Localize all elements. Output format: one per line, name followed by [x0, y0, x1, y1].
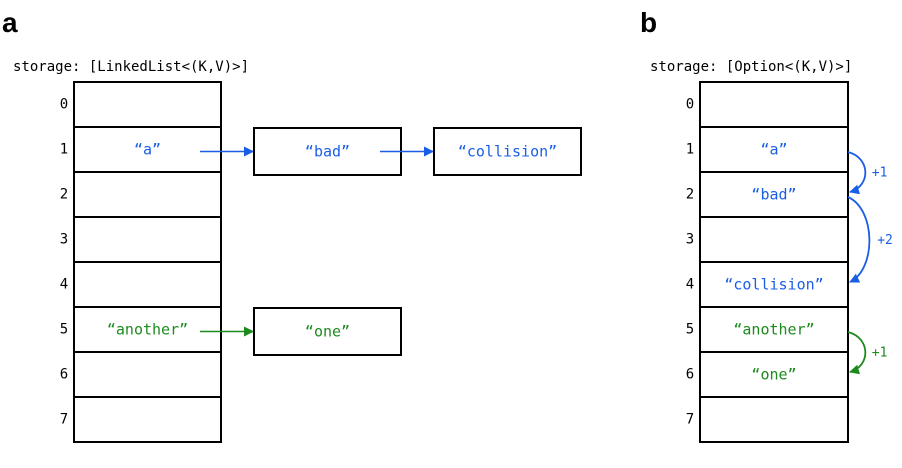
slot-value-4: “collision” [724, 276, 823, 294]
chain-node-value: “one” [305, 323, 350, 341]
probe-step-label: +1 [872, 346, 888, 361]
index-label-5: 5 [60, 322, 68, 338]
storage-slot-7 [73, 396, 222, 443]
probe-arrow [847, 151, 867, 195]
chain-row-5: “one” [200, 307, 402, 356]
probe-step-label: +1 [872, 166, 888, 181]
slot-box-6 [73, 351, 222, 398]
index-label-3: 3 [60, 232, 68, 248]
index-label-1: 1 [60, 142, 68, 158]
panel-a-index-column: 0 1 2 3 4 5 6 7 [60, 97, 68, 428]
slot-value-1: “a” [134, 141, 161, 159]
chain-node: “bad” [253, 127, 402, 176]
slot-box-0 [699, 81, 849, 128]
panel-a: a storage: [LinkedList<(K,V)>] 01234567 … [2, 7, 582, 443]
storage-slot-2 [73, 171, 222, 218]
slot-box-4 [73, 261, 222, 308]
storage-slot-4: “collision” [699, 261, 849, 308]
index-label-6: 6 [686, 367, 694, 383]
probe-arrow [847, 196, 871, 283]
slot-box-7 [699, 396, 849, 443]
slot-value-1: “a” [760, 141, 787, 159]
slot-box-2 [699, 171, 849, 218]
panel-a-storage-label: storage: [LinkedList<(K,V)>] [13, 59, 249, 75]
storage-slot-3 [73, 216, 222, 263]
index-label-0: 0 [60, 97, 68, 113]
storage-slot-0 [699, 81, 849, 128]
index-label-0: 0 [686, 97, 694, 113]
index-label-4: 4 [686, 277, 694, 293]
chain-node-box [253, 127, 402, 176]
index-label-1: 1 [686, 142, 694, 158]
probe-step-2-to-4: +2 [847, 196, 893, 283]
index-label-4: 4 [60, 277, 68, 293]
chain-node: “one” [253, 307, 402, 356]
slot-box-7 [73, 396, 222, 443]
index-label-7: 7 [60, 412, 68, 428]
chain-node-value: “bad” [305, 143, 350, 161]
slot-value-2: “bad” [751, 186, 796, 204]
probe-step-1-to-2: +1 [847, 151, 888, 195]
index-label-5: 5 [686, 322, 694, 338]
panel-a-storage-array: “a” “another” [73, 81, 222, 443]
panel-b-index-column: 0 1 2 3 4 5 6 7 [686, 97, 694, 428]
panel-a-label: a [2, 7, 18, 38]
chain-node-box [253, 307, 402, 356]
slot-box-0 [73, 81, 222, 128]
storage-slot-1: “a” [73, 126, 222, 173]
index-label-3: 3 [686, 232, 694, 248]
storage-slot-5: “another” [699, 306, 849, 353]
slot-value-6: “one” [751, 366, 796, 384]
storage-slot-0 [73, 81, 222, 128]
storage-slot-4 [73, 261, 222, 308]
storage-slot-1: “a” [699, 126, 849, 173]
slot-box-2 [73, 171, 222, 218]
slot-box-5 [699, 306, 849, 353]
slot-box-5 [73, 306, 222, 353]
storage-slot-7 [699, 396, 849, 443]
slot-box-3 [699, 216, 849, 263]
probe-step-5-to-6: +1 [847, 331, 888, 375]
chain-node-box [433, 127, 582, 176]
storage-slot-5: “another” [73, 306, 222, 353]
storage-slot-6 [73, 351, 222, 398]
index-label-6: 6 [60, 367, 68, 383]
slot-box-1 [73, 126, 222, 173]
probe-arrow [847, 331, 867, 375]
storage-slot-2: “bad” [699, 171, 849, 218]
slot-value-5: “another” [107, 321, 188, 339]
panel-a-linked-chains: “bad” “collision” “one” [200, 127, 582, 356]
probe-step-label: +2 [877, 233, 893, 248]
slot-box-6 [699, 351, 849, 398]
index-label-2: 2 [60, 187, 68, 203]
slot-value-5: “another” [733, 321, 814, 339]
index-label-2: 2 [686, 187, 694, 203]
storage-slot-6: “one” [699, 351, 849, 398]
panel-b-probe-arrows: +1 +2 +1 [847, 151, 893, 375]
chain-node: “collision” [433, 127, 582, 176]
panel-b-storage-array: “a” “bad” “collision” “another” “one” [699, 81, 849, 443]
storage-slot-3 [699, 216, 849, 263]
panel-b-label: b [640, 7, 657, 38]
chain-row-1: “bad” “collision” [200, 127, 582, 176]
chain-node-value: “collision” [458, 143, 557, 161]
panel-b-storage-label: storage: [Option<(K,V)>] [650, 59, 852, 75]
slot-box-4 [699, 261, 849, 308]
slot-box-3 [73, 216, 222, 263]
index-label-7: 7 [686, 412, 694, 428]
